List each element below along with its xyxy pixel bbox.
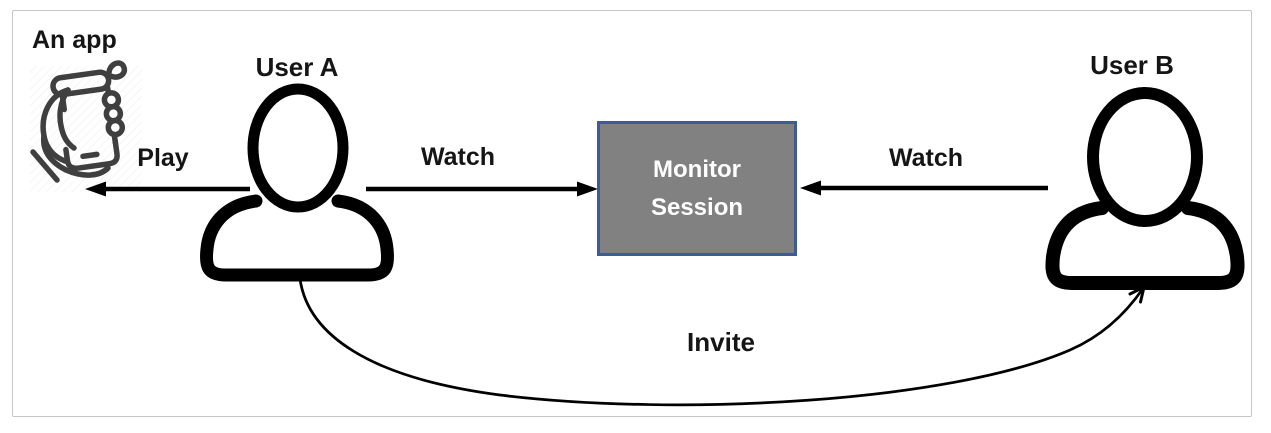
user-a-label: User A: [255, 52, 339, 82]
invite-arrow: [298, 277, 1146, 407]
monitor-session-label-line2: Session: [650, 193, 744, 221]
play-arrow: [85, 181, 250, 197]
app-label: An app: [32, 26, 117, 54]
play-arrow-label: Play: [137, 144, 189, 172]
user-b-figure-icon: [1045, 87, 1245, 290]
monitor-session-label-line1: Monitor: [653, 156, 741, 184]
hand-holding-phone-icon: [30, 60, 128, 183]
diagram-frame-border: [12, 10, 1252, 417]
monitor-session-box: Monitor Session: [597, 121, 797, 256]
watch-arrow-a: [366, 181, 598, 197]
watch-arrow-b: [800, 180, 1048, 196]
invite-arrow-label: Invite: [687, 327, 755, 357]
watch-arrow-a-label: Watch: [420, 143, 496, 171]
user-b-label: User B: [1090, 50, 1174, 80]
watch-arrow-b-label: Watch: [888, 144, 964, 172]
user-a-figure-icon: [200, 83, 394, 282]
